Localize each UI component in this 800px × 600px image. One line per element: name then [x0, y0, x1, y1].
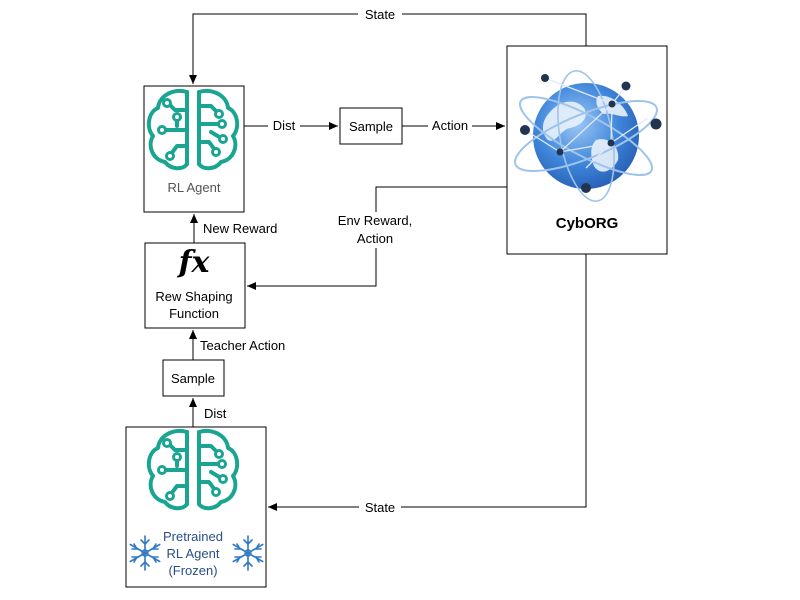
edge-state-bottom [268, 254, 587, 511]
rl-agent-label: RL Agent [167, 180, 220, 195]
edge-state-top-label: State [365, 7, 395, 22]
pretrained-label-line1: Pretrained [163, 529, 223, 544]
edge-new-reward-label: New Reward [203, 221, 277, 236]
edge-dist-top-label: Dist [273, 118, 296, 133]
edge-dist-bottom-label: Dist [204, 406, 227, 421]
sample-bottom-node [162, 359, 225, 397]
edge-env-reward-label-line1: Env Reward, [338, 213, 412, 228]
rew-shaping-label-line2: Function [169, 306, 219, 321]
edge-teacher-action-label: Teacher Action [200, 338, 285, 353]
globe-network-icon [514, 70, 662, 202]
sample-top-node [339, 107, 403, 145]
edge-env-reward-label-line2: Action [357, 231, 393, 246]
edge-state-bottom-label: State [365, 500, 395, 515]
pretrained-label-line2: RL Agent [166, 546, 219, 561]
sample-bottom-label: Sample [171, 371, 215, 386]
edge-action-top-label: Action [432, 118, 468, 133]
rew-shaping-label-line1: Rew Shaping [155, 289, 232, 304]
sample-top-label: Sample [349, 119, 393, 134]
pretrained-label-line3: (Frozen) [168, 563, 217, 578]
rew-shaping-node [144, 242, 246, 329]
fx-symbol: fx [177, 245, 211, 280]
cyborg-label: CybORG [556, 215, 619, 232]
